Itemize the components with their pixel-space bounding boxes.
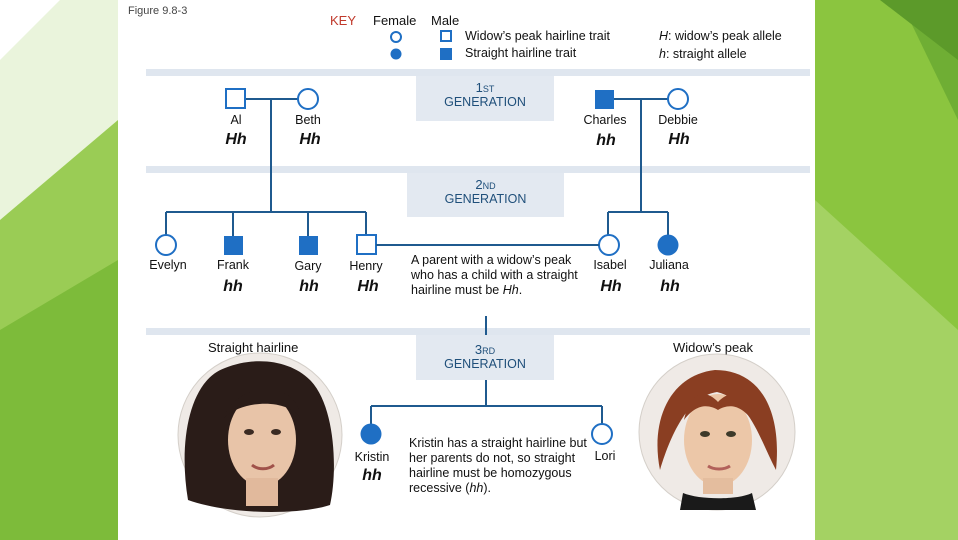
isabel-genotype: Hh <box>600 278 622 295</box>
allele-h-legend: h: straight allele <box>659 47 747 61</box>
generation-band-3 <box>146 328 810 335</box>
frank-name: Frank <box>217 258 249 272</box>
charles-name: Charles <box>583 113 627 127</box>
kristin-note: Kristin has a straight hairline but her … <box>409 436 587 496</box>
g2-sfx: ND <box>482 181 496 191</box>
widows-peak-portrait <box>638 353 796 511</box>
beth-symbol <box>297 88 319 110</box>
key-male-header: Male <box>431 13 460 28</box>
g1-num: 1 <box>475 80 483 95</box>
straight-hairline-caption: Straight hairline <box>208 340 299 355</box>
allele-H-desc: : widow’s peak allele <box>668 29 782 43</box>
g1-word: GENERATION <box>444 95 526 109</box>
key-male-straight-symbol <box>440 48 452 60</box>
kristin-genotype: hh <box>362 467 382 484</box>
g2-word: GENERATION <box>444 192 527 206</box>
al-symbol <box>225 88 246 109</box>
key-widow-trait: Widow’s peak hairline trait <box>465 29 610 43</box>
key-straight-trait: Straight hairline trait <box>465 46 577 60</box>
beth-name: Beth <box>295 113 321 127</box>
charles-genotype: hh <box>596 132 616 149</box>
kristin-name: Kristin <box>354 450 390 464</box>
juliana-genotype: hh <box>660 278 680 295</box>
g1-sfx: ST <box>482 84 495 94</box>
al-genotype: Hh <box>225 131 247 148</box>
widows-peak-caption: Widow’s peak <box>673 340 753 355</box>
parent-note-genotype: Hh <box>502 283 519 297</box>
beth-genotype: Hh <box>299 131 321 148</box>
parent-note-text: A parent with a widow’s peak who has a c… <box>411 253 578 297</box>
gary-genotype: hh <box>299 278 319 295</box>
generation-box-1 <box>416 76 554 121</box>
parent-note-end: . <box>518 283 523 297</box>
juliana-name: Juliana <box>649 258 689 272</box>
allele-h-symbol: h <box>659 47 666 61</box>
straight-hairline-portrait <box>177 352 343 518</box>
evelyn-symbol <box>155 234 177 256</box>
lori-symbol <box>591 423 613 445</box>
figure-label: Figure 9.8-3 <box>128 5 188 17</box>
frank-symbol <box>224 236 243 255</box>
kristin-note-end: ). <box>483 481 491 495</box>
juliana-symbol <box>657 234 679 256</box>
gary-symbol <box>299 236 318 255</box>
g3-word: GENERATION <box>444 357 526 371</box>
kristin-note-genotype: hh <box>469 481 484 495</box>
henry-name: Henry <box>349 259 383 273</box>
frank-genotype: hh <box>223 278 243 295</box>
generation-band-2 <box>146 166 810 173</box>
henry-symbol <box>356 234 377 255</box>
generation-box-3 <box>416 335 554 380</box>
isabel-symbol <box>598 234 620 256</box>
generation-band-1 <box>146 69 810 76</box>
charles-symbol <box>595 90 614 109</box>
key-female-header: Female <box>373 13 417 28</box>
key-title: KEY <box>330 13 357 28</box>
key-female-straight-symbol <box>390 48 402 60</box>
debbie-name: Debbie <box>658 113 698 127</box>
al-name: Al <box>230 113 242 127</box>
g3-sfx: RD <box>482 346 496 356</box>
g2-num: 2 <box>475 177 483 192</box>
generation-label-3: 3RD GENERATION <box>416 342 554 371</box>
allele-H-symbol: H <box>659 29 669 43</box>
generation-box-2 <box>407 173 564 217</box>
generation-label-1: 1ST GENERATION <box>416 80 554 109</box>
debbie-symbol <box>667 88 689 110</box>
gary-name: Gary <box>294 259 322 273</box>
generation-label-2: 2ND GENERATION <box>407 177 564 206</box>
kristin-note-text: Kristin has a straight hairline but her … <box>409 436 587 495</box>
g3-num: 3 <box>474 342 483 357</box>
kristin-symbol <box>360 423 382 445</box>
parent-note: A parent with a widow’s peak who has a c… <box>411 253 579 298</box>
allele-H-legend: H: widow’s peak allele <box>659 29 782 43</box>
key-male-widow-symbol <box>440 30 452 42</box>
debbie-genotype: Hh <box>668 131 690 148</box>
lori-name: Lori <box>594 449 616 463</box>
key-female-widow-symbol <box>390 31 402 43</box>
henry-genotype: Hh <box>357 278 379 295</box>
allele-h-desc: : straight allele <box>665 47 747 61</box>
evelyn-name: Evelyn <box>149 258 187 272</box>
isabel-name: Isabel <box>593 258 627 272</box>
